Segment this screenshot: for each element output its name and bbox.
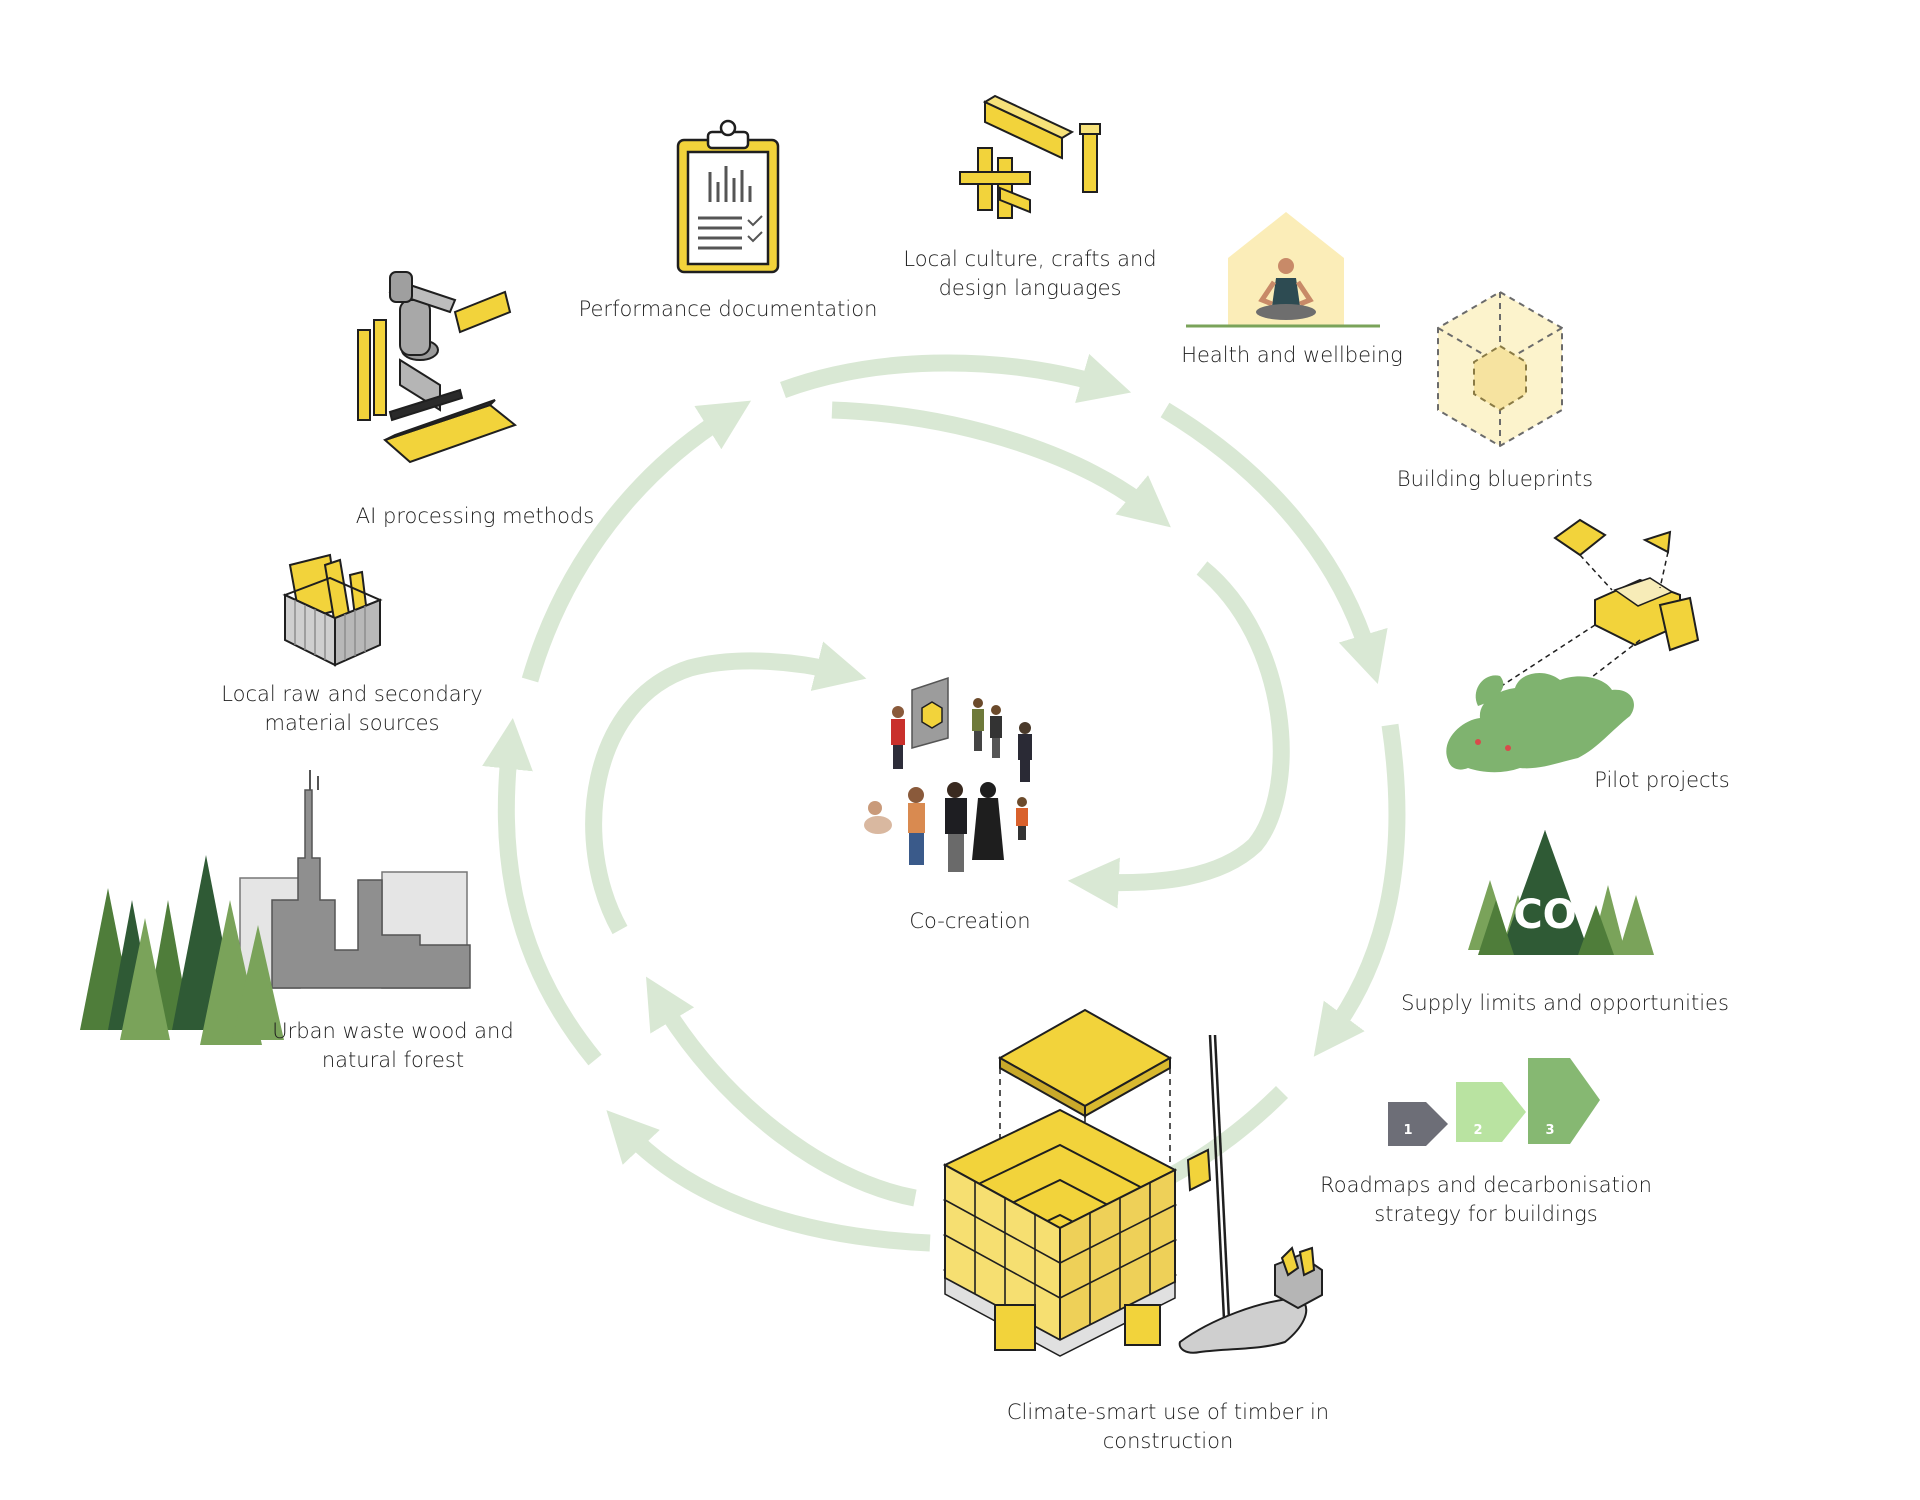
- label-roadmaps-line2: strategy for buildings: [1374, 1202, 1598, 1226]
- label-co-creation: Co-creation: [909, 907, 1030, 936]
- label-pilot-projects: Pilot projects: [1594, 766, 1729, 795]
- arrow-inner-top: [831, 401, 1171, 528]
- arrow-outer-top-left: [521, 400, 752, 683]
- co-text: CO: [1513, 892, 1576, 938]
- step-2: 2: [1473, 1123, 1482, 1138]
- label-local-raw-line2: material sources: [264, 711, 440, 735]
- roadmap-steps-icon: 1 2 3: [1388, 1058, 1600, 1146]
- label-performance-documentation: Performance documentation: [579, 295, 878, 324]
- label-pilot-text: Pilot projects: [1594, 768, 1730, 792]
- label-supply-text: Supply limits and opportunities: [1401, 991, 1729, 1015]
- wood-crate-icon: [282, 553, 383, 667]
- label-co-creation-text: Co-creation: [909, 909, 1031, 933]
- europe-map-icon: [1446, 518, 1700, 773]
- label-blueprints-text: Building blueprints: [1396, 467, 1594, 491]
- robot-arm-icon: [357, 271, 518, 464]
- arrow-inner-right: [1067, 561, 1290, 909]
- label-ai-text: AI processing methods: [355, 504, 595, 528]
- arrow-outer-top: [780, 353, 1132, 403]
- label-urban-line2: natural forest: [321, 1048, 465, 1072]
- arrow-outer-left: [482, 717, 602, 1066]
- label-local-raw: Local raw and secondary material sources: [221, 680, 482, 738]
- label-local-culture-line2: design languages: [938, 276, 1122, 300]
- label-climate-smart: Climate-smart use of timber in construct…: [1007, 1398, 1329, 1456]
- city-forest-icon: [80, 770, 471, 1045]
- label-local-culture: Local culture, crafts and design languag…: [903, 245, 1156, 303]
- label-health-text: Health and wellbeing: [1181, 343, 1403, 367]
- clipboard-chart-icon: [676, 119, 780, 274]
- flow-arrows: [482, 353, 1406, 1252]
- arrow-outer-right: [1313, 723, 1406, 1057]
- arrow-outer-bottom-left: [606, 1110, 931, 1252]
- label-urban-line1: Urban waste wood and: [272, 1019, 514, 1043]
- arrow-inner-bottom: [645, 976, 917, 1207]
- label-roadmaps-line1: Roadmaps and decarbonisation: [1320, 1173, 1652, 1197]
- label-supply-limits: Supply limits and opportunities: [1401, 989, 1729, 1018]
- timber-joints-icon: [959, 94, 1101, 219]
- label-local-culture-line1: Local culture, crafts and: [903, 247, 1157, 271]
- label-climate-line2: construction: [1102, 1429, 1234, 1453]
- label-local-raw-line1: Local raw and secondary: [221, 682, 483, 706]
- people-group-icon: [864, 676, 1032, 872]
- meditation-house-icon: [1186, 212, 1380, 328]
- blueprint-cube-icon: [1437, 290, 1563, 448]
- label-urban-waste: Urban waste wood and natural forest: [272, 1017, 513, 1075]
- label-roadmaps: Roadmaps and decarbonisation strategy fo…: [1320, 1171, 1652, 1229]
- label-ai-processing: AI processing methods: [356, 502, 594, 531]
- step-3: 3: [1545, 1123, 1554, 1138]
- label-performance-text: Performance documentation: [578, 297, 878, 321]
- label-health-wellbeing: Health and wellbeing: [1181, 341, 1403, 370]
- label-building-blueprints: Building blueprints: [1397, 465, 1593, 494]
- timber-building-crane-icon: [942, 1008, 1323, 1357]
- label-climate-line1: Climate-smart use of timber in: [1006, 1400, 1330, 1424]
- step-1: 1: [1403, 1123, 1412, 1138]
- arrow-outer-top-right: [1160, 402, 1388, 685]
- co-forest-icon: CO: [1468, 830, 1654, 955]
- arrow-inner-left: [585, 641, 867, 935]
